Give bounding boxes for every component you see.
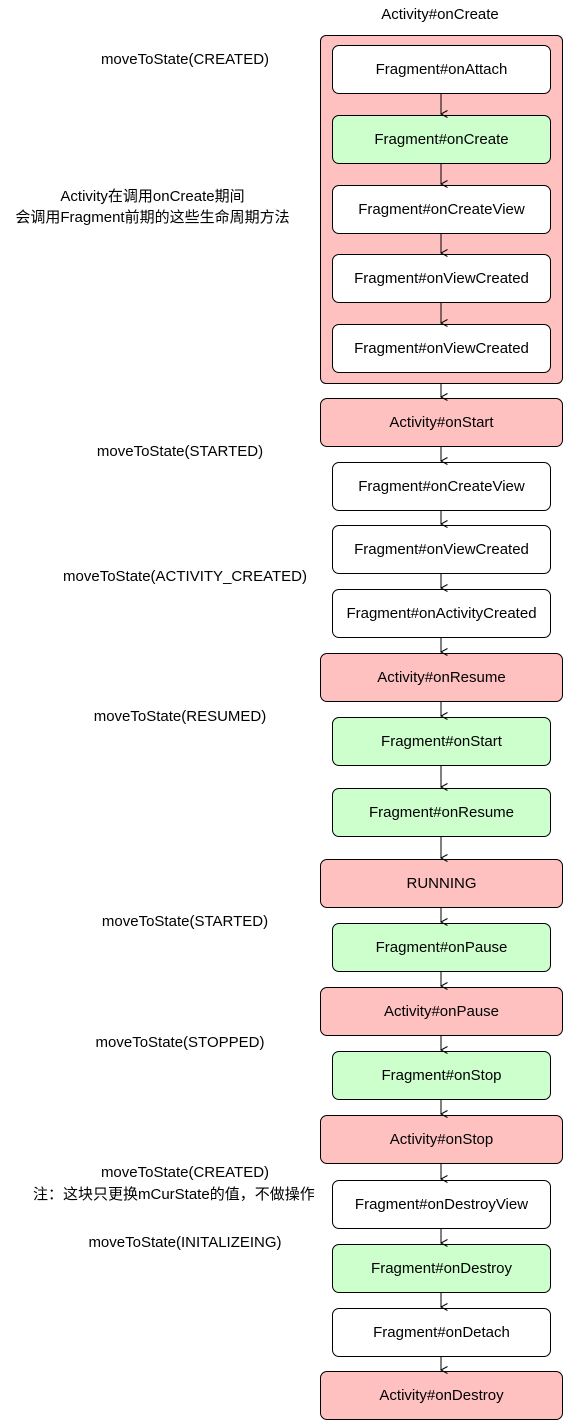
node-fragment-onresume: Fragment#onResume — [332, 788, 551, 837]
annotation-created-state: moveToState(CREATED) — [100, 51, 270, 68]
node-fragment-onactivitycreated: Fragment#onActivityCreated — [332, 589, 551, 638]
node-activity-onresume: Activity#onResume — [320, 653, 563, 702]
annotation-oncreate-note-line2: 会调用Fragment前期的这些生命周期方法 — [15, 209, 290, 226]
annotation-started-state-2: moveToState(STARTED) — [101, 913, 269, 930]
annotation-initializing-state: moveToState(INITALIZEING) — [88, 1234, 282, 1251]
annotation-oncreate-note-line1: Activity在调用onCreate期间 — [60, 188, 245, 205]
node-activity-onpause: Activity#onPause — [320, 987, 563, 1036]
node-fragment-onpause: Fragment#onPause — [332, 923, 551, 972]
node-fragment-onstop: Fragment#onStop — [332, 1051, 551, 1100]
node-fragment-onviewcreated: Fragment#onViewCreated — [332, 254, 551, 303]
annotation-stopped-state: moveToState(STOPPED) — [95, 1034, 265, 1051]
node-fragment-oncreateview: Fragment#onCreateView — [332, 185, 551, 234]
group-title: Activity#onCreate — [381, 6, 499, 23]
node-activity-onstart: Activity#onStart — [320, 398, 563, 447]
node-fragment-onattach: Fragment#onAttach — [332, 45, 551, 94]
node-fragment-onviewcreated-2: Fragment#onViewCreated — [332, 324, 551, 373]
node-fragment-onviewcreated-3: Fragment#onViewCreated — [332, 525, 551, 574]
node-fragment-ondetach: Fragment#onDetach — [332, 1308, 551, 1357]
annotation-activity-created-state: moveToState(ACTIVITY_CREATED) — [63, 568, 307, 585]
node-activity-onstop: Activity#onStop — [320, 1115, 563, 1164]
node-fragment-ondestroyview: Fragment#onDestroyView — [332, 1180, 551, 1229]
node-fragment-ondestroy: Fragment#onDestroy — [332, 1244, 551, 1293]
node-activity-ondestroy: Activity#onDestroy — [320, 1371, 563, 1420]
annotation-started-state: moveToState(STARTED) — [96, 443, 264, 460]
annotation-curstate-note: 注：这块只更换mCurState的值，不做操作 — [33, 1186, 315, 1203]
annotation-created-state-2: moveToState(CREATED) — [100, 1164, 270, 1181]
annotation-resumed-state: moveToState(RESUMED) — [93, 708, 267, 725]
